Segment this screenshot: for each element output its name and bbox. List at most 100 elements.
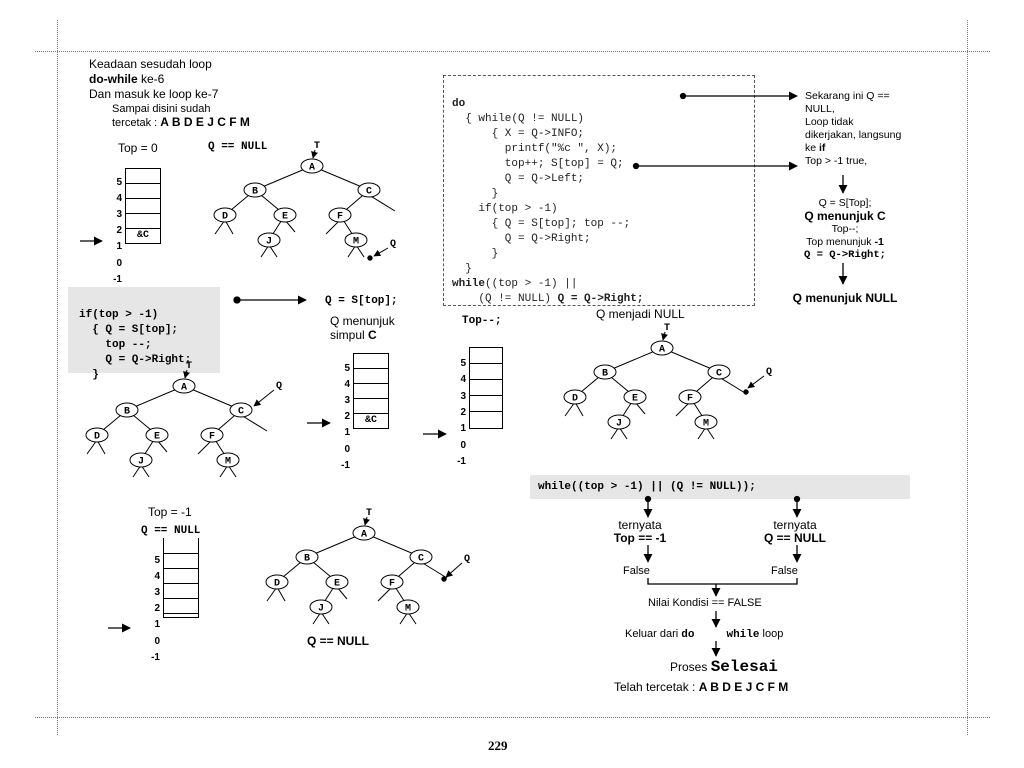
tree2-node-label-m: M xyxy=(225,457,231,468)
intro-text: Keadaan sesudah loop do-while ke-6 Dan m… xyxy=(89,57,218,102)
tree3-node-label-e: E xyxy=(632,394,638,405)
tree2-node-b xyxy=(115,402,139,418)
tree3-node-label-c: C xyxy=(716,369,722,380)
tree1-node-label-j: J xyxy=(266,237,272,248)
page-frame-top xyxy=(35,51,990,52)
right-note: Sekarang ini Q == NULL, Loop tidak diker… xyxy=(805,90,902,167)
tree1-node-j xyxy=(257,232,281,248)
q-menunjuk-label: Q menunjuk simpul C xyxy=(330,314,395,342)
tree2-q-label: Q xyxy=(276,381,282,392)
tree4-q-arrow xyxy=(445,562,463,578)
tree2-node-c xyxy=(229,402,253,418)
tree1-node-label-e: E xyxy=(282,212,288,223)
tree3-t-label: T xyxy=(664,323,670,334)
tree4-node-c xyxy=(409,549,433,565)
tree1-node-label-c: C xyxy=(366,187,372,198)
tree3-t-arrow xyxy=(661,331,668,341)
tree4-node-label-j: J xyxy=(318,604,324,615)
tree2-node-label-c: C xyxy=(238,407,244,418)
tree1-node-e xyxy=(273,207,297,223)
tree1-null-dot xyxy=(367,255,373,261)
tree4-node-f xyxy=(380,574,404,590)
tree4-node-a xyxy=(352,525,376,541)
tree4-t-arrow xyxy=(363,516,370,526)
tree3-null-dot xyxy=(743,389,749,395)
tree3-node-e xyxy=(623,389,647,405)
tree3-q-arrow xyxy=(747,375,765,389)
tree2-t-label: T xyxy=(186,361,192,372)
tree2-node-m xyxy=(216,452,240,468)
tree2-t-arrow xyxy=(183,369,190,379)
stack1-title: Top = 0 xyxy=(118,141,158,155)
flow-proses: Proses Selesai xyxy=(670,658,778,676)
page-number: 229 xyxy=(488,738,508,753)
tree1-node-label-f: F xyxy=(337,212,343,223)
tree3-node-j xyxy=(607,414,631,430)
flow-left-result: ternyata Top == -1 xyxy=(613,518,667,545)
tree1-node-label-m: M xyxy=(353,237,359,248)
stack4-title: Top = -1 xyxy=(148,505,192,519)
tree4-node-j xyxy=(309,599,333,615)
tree2-node-a xyxy=(172,378,196,394)
intro-line2: do-while ke-6 xyxy=(89,72,165,86)
tree3-node-label-b: B xyxy=(602,369,608,380)
right-note-steps: Q = S[Top]; Q menunjuk C Top--; Top menu… xyxy=(804,197,886,261)
tree3-null-stub xyxy=(718,376,746,394)
flow-merge-line xyxy=(647,578,798,585)
tree2-node-label-e: E xyxy=(154,432,160,443)
tree3-node-label-m: M xyxy=(703,419,709,430)
tree1-t-label: T xyxy=(314,141,320,152)
code-box xyxy=(443,75,755,306)
tree3-q-label: Q xyxy=(766,367,772,378)
tree3-node-m xyxy=(694,414,718,430)
tree1-q-label: Q xyxy=(390,239,396,250)
tree1-null-stub xyxy=(368,194,396,212)
flow-false-right: False xyxy=(771,565,798,577)
if-box xyxy=(68,287,220,373)
flow-telah: Telah tercetak : A B D E J C F M xyxy=(614,680,789,694)
tree3-node-b xyxy=(593,364,617,380)
tree1-node-m xyxy=(344,232,368,248)
tree4-node-label-b: B xyxy=(304,554,310,565)
tree1-qnull: Q == NULL xyxy=(208,141,268,153)
intro-line1: Keadaan sesudah loop xyxy=(89,57,212,71)
tree1-node-label-d: D xyxy=(222,212,228,223)
flow-condition: while((top > -1) || (Q != NULL)); xyxy=(530,475,910,499)
flow-false-left: False xyxy=(623,565,650,577)
tree1-node-d xyxy=(213,207,237,223)
tree1-node-b xyxy=(243,182,267,198)
stack2-cell: &C xyxy=(353,413,389,429)
tree4-node-label-f: F xyxy=(389,579,395,590)
tree3-node-a xyxy=(650,340,674,356)
tree3-node-label-f: F xyxy=(687,394,693,405)
q-menjadi-null-label: Q menjadi NULL xyxy=(596,307,685,321)
tree1-node-c xyxy=(357,182,381,198)
tree4-node-label-d: D xyxy=(274,579,280,590)
page-frame-left xyxy=(57,20,58,735)
tree4-null-dot xyxy=(441,576,447,582)
tree2-node-e xyxy=(145,427,169,443)
page-frame-bottom xyxy=(35,717,990,718)
tree1-node-f xyxy=(328,207,352,223)
tree3-node-label-j: J xyxy=(616,419,622,430)
top-minus-label: Top--; xyxy=(462,315,502,327)
flow-right-result: ternyata Q == NULL xyxy=(763,518,826,545)
tree2-node-label-a: A xyxy=(181,383,187,394)
tree3-node-f xyxy=(678,389,702,405)
tree2-node-f xyxy=(200,427,224,443)
tree2-node-d xyxy=(85,427,109,443)
stack4-qnull: Q == NULL xyxy=(141,525,201,537)
tree1-t-arrow xyxy=(311,149,318,159)
q-stop-label: Q = S[top]; xyxy=(325,295,398,307)
tree3-node-c xyxy=(707,364,731,380)
tree4-qnull: Q == NULL xyxy=(307,634,370,648)
tree4-node-m xyxy=(396,599,420,615)
tree3-node-label-a: A xyxy=(659,345,665,356)
right-note-result: Q menunjuk NULL xyxy=(792,291,898,305)
intro-line3: Dan masuk ke loop ke-7 xyxy=(89,87,219,101)
stack1-cell: &C xyxy=(125,228,161,244)
